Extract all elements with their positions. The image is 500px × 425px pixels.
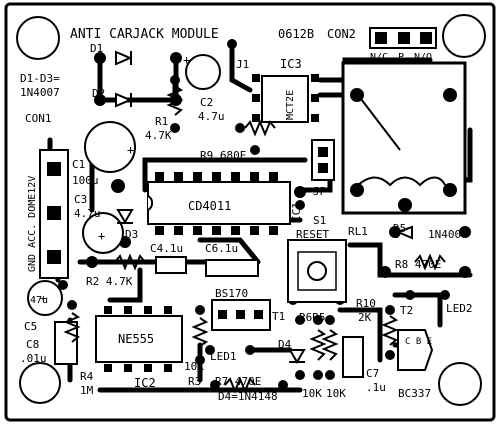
label-c4: C4.1u	[150, 242, 183, 255]
reset-button-cap	[307, 261, 327, 281]
label-r2: R2 4.7K	[86, 275, 133, 288]
label-c5: C5	[24, 320, 37, 333]
label-d1d3-part: 1N4007	[20, 86, 60, 99]
label-d1: D1	[90, 42, 103, 55]
c1-polarity-mark: +	[127, 143, 134, 157]
label-d4-note: D4=1N4148	[218, 390, 278, 403]
label-con1-pins: GND ACC. DOME12V	[27, 176, 38, 272]
ic3-pads	[252, 74, 319, 122]
relay-coil	[357, 94, 446, 187]
ic1-notch	[147, 195, 154, 211]
label-r1-val: 4.7K	[145, 129, 172, 142]
mounting-hole-bottom-right	[438, 362, 482, 406]
con2-pin-p: P	[398, 52, 404, 63]
c5-polarity-mark: +	[40, 292, 47, 305]
con2-pads	[375, 32, 432, 44]
c2-polarity-mark: +	[183, 53, 190, 67]
label-r4-val: 1M	[80, 384, 94, 397]
label-r4: R4	[80, 370, 94, 383]
label-c3-val: 4.7u	[74, 207, 101, 220]
label-r6-val: 10K	[302, 387, 322, 400]
label-ic1: IC1	[290, 202, 303, 222]
c4-outline	[155, 256, 187, 274]
label-r9: R9 680E	[200, 149, 246, 162]
label-r3-val: 10K	[184, 360, 204, 373]
jp-pad-2	[318, 163, 328, 173]
mounting-hole-top-right	[442, 14, 486, 58]
label-rl1: RL1	[348, 225, 368, 238]
label-c2: C2	[200, 96, 213, 109]
board-title: ANTI CARJACK MODULE	[70, 27, 219, 42]
con2-pin-no: N/O	[414, 52, 432, 63]
label-t2: T2	[400, 304, 413, 317]
c7-outline	[342, 336, 364, 378]
label-c1-val: 100u	[72, 174, 99, 187]
label-r5-val: 10K	[326, 387, 346, 400]
con1-pads	[47, 162, 61, 264]
ic1-pads	[155, 172, 278, 235]
label-t1: T1	[272, 310, 285, 323]
label-t2-pins: C B E	[405, 337, 432, 347]
c3-outline	[82, 212, 124, 254]
bs170-pads	[218, 310, 263, 319]
label-reset: RESET	[296, 228, 329, 241]
label-d3: D3	[125, 228, 138, 241]
resistors	[63, 85, 446, 394]
mounting-hole-bottom-left	[19, 362, 61, 404]
label-r8: R8 470E	[395, 258, 441, 271]
ic3-body	[261, 75, 309, 123]
label-d2: D2	[92, 87, 105, 100]
c2-outline	[185, 54, 221, 90]
label-ic1-part: CD4011	[188, 199, 231, 213]
label-r10-val: 2K	[358, 311, 372, 324]
label-c-47u: 47u	[30, 295, 48, 306]
label-r7: R7 470E	[215, 375, 261, 388]
label-ic3-part: MCT2E	[285, 90, 296, 120]
relay-outline	[341, 61, 467, 215]
label-d4: D4	[278, 338, 292, 351]
label-c8: C8	[26, 338, 39, 351]
diodes	[115, 50, 413, 364]
label-s1: S1	[313, 214, 326, 227]
jp-pad-1	[318, 147, 328, 157]
label-j1: J1	[236, 58, 249, 71]
mounting-hole-top-left	[16, 16, 60, 60]
label-led2: LED2	[446, 302, 473, 315]
label-d5: D5	[393, 222, 406, 235]
c6-outline	[205, 259, 259, 277]
con2-label: CON2	[327, 27, 356, 41]
label-ic2: IC2	[134, 376, 156, 390]
label-r1: R1	[155, 115, 168, 128]
label-jp: JP	[313, 185, 327, 198]
label-c8-val: .01u	[20, 352, 47, 365]
label-c2-val: 4.7u	[198, 110, 225, 123]
board-code: 0612B	[278, 27, 314, 41]
c5-outline	[27, 280, 63, 316]
label-r6r5: R6R5	[299, 311, 326, 324]
c3-polarity-mark: +	[98, 229, 105, 243]
label-d5-part: 1N4007	[428, 228, 468, 241]
ic2-pads	[104, 306, 172, 372]
label-r10: R10	[356, 297, 376, 310]
label-r3: R3	[188, 375, 201, 388]
ic2-body	[95, 315, 183, 363]
label-bs170: BS170	[215, 287, 248, 300]
label-led1: LED1	[210, 350, 237, 363]
c1-outline	[84, 121, 136, 173]
label-c7-val: .1u	[366, 381, 386, 394]
label-ic3: IC3	[280, 57, 302, 71]
label-con1: CON1	[25, 112, 52, 125]
t2-outline	[397, 329, 434, 371]
label-c6: C6.1u	[205, 242, 238, 255]
con2-pin-nc: N/C	[370, 52, 388, 63]
label-d1d3: D1-D3=	[20, 72, 60, 85]
label-c1: C1	[72, 158, 85, 171]
label-ne555: NE555	[118, 332, 154, 346]
label-bc337: BC337	[398, 387, 431, 400]
label-c7: C7	[366, 367, 379, 380]
label-c3: C3	[74, 193, 87, 206]
jp-outline	[311, 139, 335, 181]
